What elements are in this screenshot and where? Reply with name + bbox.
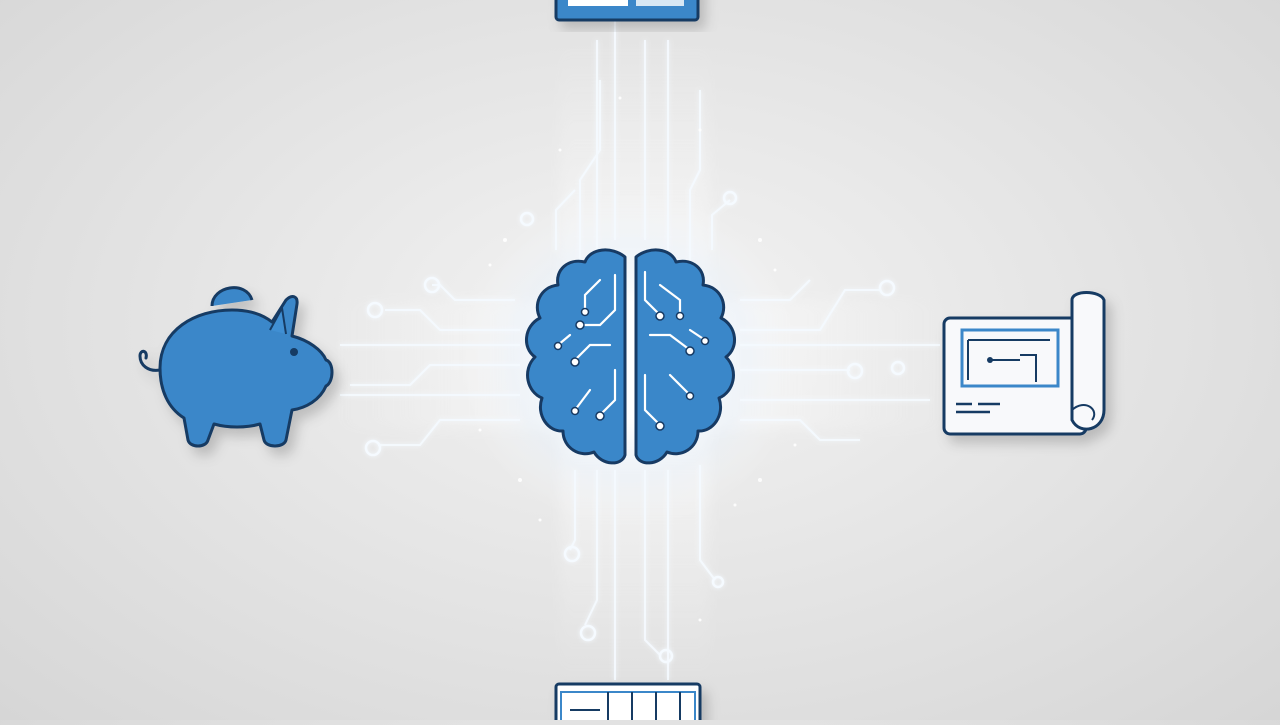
brain-circuit-icon — [525, 248, 736, 465]
sparkle-dots — [478, 96, 797, 622]
piggy-bank-icon — [138, 286, 334, 448]
blueprint-scroll-icon — [942, 291, 1106, 436]
circuit-nodes — [364, 190, 906, 664]
table-grid-icon — [554, 682, 702, 725]
card-icon — [554, 0, 700, 22]
